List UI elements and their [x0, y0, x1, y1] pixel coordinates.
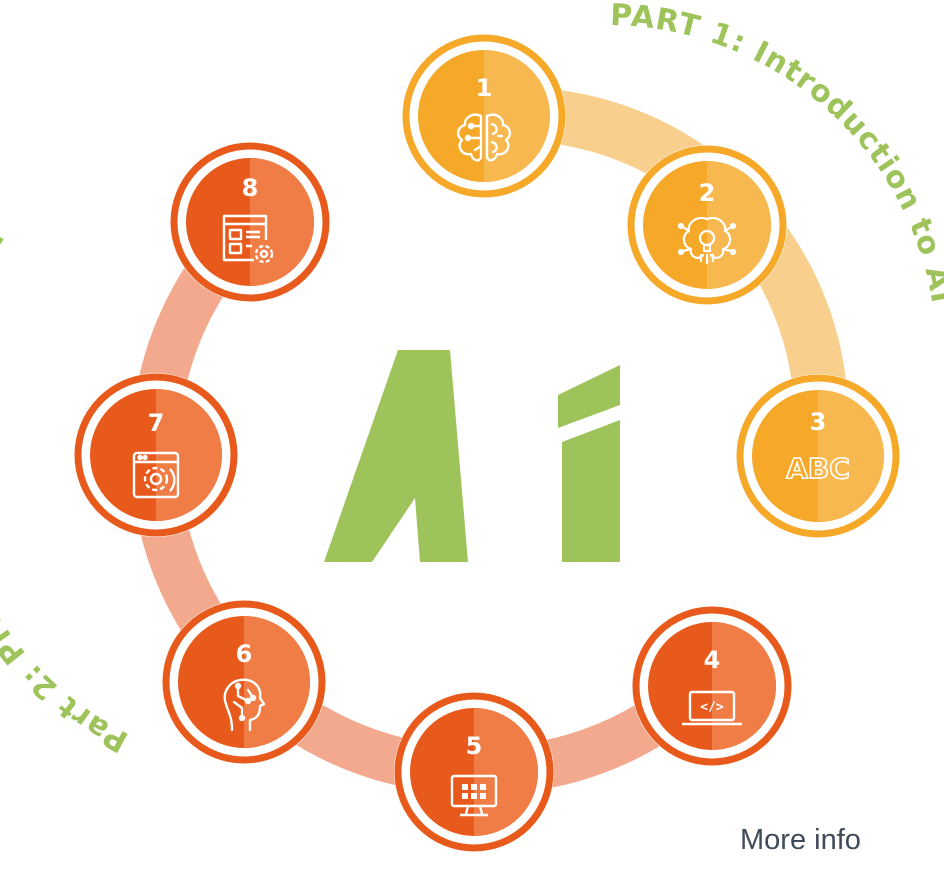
module-number: 8 [242, 174, 259, 202]
module-8[interactable]: 8 [170, 142, 330, 302]
module-number: 6 [236, 640, 253, 668]
svg-text:</>: </> [700, 700, 724, 715]
module-number: 7 [148, 409, 165, 437]
document-gear-icon [222, 214, 274, 264]
module-number: 4 [704, 646, 721, 674]
circuit-brain-bulb-icon [677, 216, 737, 265]
ai-logo: Ai [324, 350, 620, 562]
module-4[interactable]: 4 </> [632, 606, 792, 766]
monitor-dashboard-icon [450, 774, 498, 817]
browser-gear-icon [132, 451, 180, 499]
module-6[interactable]: 6 [162, 600, 326, 764]
module-number: 5 [466, 732, 483, 760]
module-2[interactable]: 2 [627, 145, 787, 305]
svg-text:ABC: ABC [786, 452, 850, 485]
brain-icon [457, 113, 511, 162]
abc-text-icon: ABC [785, 451, 850, 486]
head-circuit-icon [223, 678, 266, 732]
module-3[interactable]: 3 ABC [736, 374, 900, 538]
module-number: 3 [810, 408, 827, 436]
laptop-code-icon: </> [682, 690, 742, 726]
more-info-text: More info [740, 824, 861, 856]
module-number: 1 [476, 74, 493, 102]
module-7[interactable]: 7 [74, 373, 238, 537]
module-5[interactable]: 5 [394, 692, 554, 852]
module-number: 2 [699, 179, 716, 207]
module-1[interactable]: 1 [402, 34, 566, 198]
